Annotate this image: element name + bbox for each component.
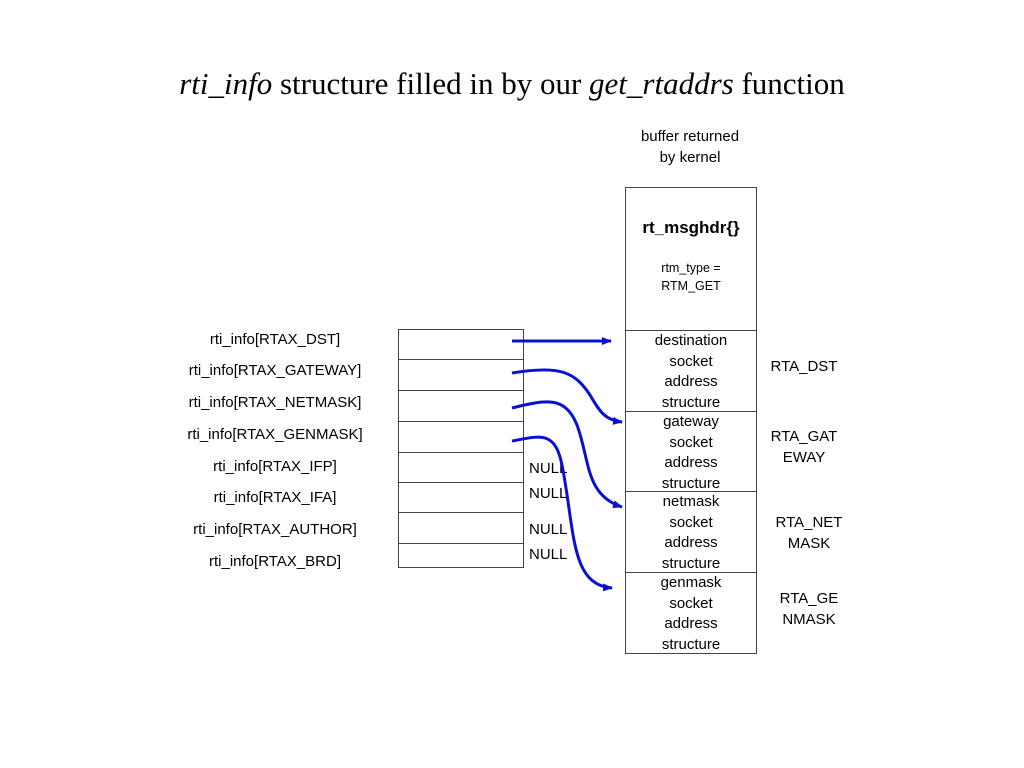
buffer-caption-line1: buffer returned (640, 128, 740, 145)
sockaddr-line: gateway (663, 413, 719, 430)
sockaddr-line: netmask (662, 493, 720, 510)
sockaddr-line: socket (669, 513, 713, 531)
diagram-title: rti_info structure filled in by our get_… (0, 66, 1024, 102)
rtm-type-line2: RTM_GET (661, 279, 721, 293)
rta-line: MASK (787, 535, 831, 552)
sockaddr-block-destination: destination socket address structure (625, 330, 757, 412)
arrow-netmask (511, 400, 623, 509)
sockaddr-line: socket (669, 594, 713, 612)
null-label-brd: NULL (529, 546, 568, 563)
arrow-gateway (511, 368, 623, 425)
rti-info-label-brd: rti_info[RTAX_BRD] (209, 553, 341, 570)
null-label-ifa: NULL (529, 485, 568, 502)
rta-line: RTA_GE (779, 590, 839, 607)
sockaddr-block-netmask: netmask socket address structure (625, 491, 757, 573)
rti-info-label-gateway: rti_info[RTAX_GATEWAY] (188, 362, 362, 379)
buffer-caption: buffer returned by kernel (608, 126, 772, 168)
rt-msghdr-header: rt_msghdr{} (642, 218, 740, 237)
title-rti-info: rti_info (179, 66, 273, 101)
sockaddr-line: structure (661, 554, 721, 572)
sockaddr-line: socket (669, 352, 713, 370)
rti-info-label-author: rti_info[RTAX_AUTHOR] (193, 521, 357, 538)
rti-info-label-dst: rti_info[RTAX_DST] (209, 331, 341, 348)
sockaddr-line: destination (654, 332, 728, 349)
rta-label-dst: RTA_DST (759, 356, 849, 377)
sockaddr-line: genmask (660, 574, 722, 591)
arrow-genmask (511, 435, 613, 592)
sockaddr-line: structure (661, 635, 721, 653)
sockaddr-line: address (664, 615, 718, 632)
rta-label-genmask: RTA_GE NMASK (764, 588, 854, 630)
sockaddr-line: structure (661, 393, 721, 411)
title-end: function (733, 66, 845, 101)
rta-line: RTA_DST (770, 358, 838, 375)
rti-info-label-ifa: rti_info[RTAX_IFA] (213, 489, 337, 506)
array-cell-brd (398, 543, 524, 568)
rta-line: RTA_GAT (770, 428, 838, 445)
rta-line: NMASK (782, 611, 836, 628)
rta-label-gateway: RTA_GAT EWAY (759, 426, 849, 468)
rta-line: EWAY (782, 449, 826, 466)
buffer-caption-line2: by kernel (659, 149, 721, 166)
rti-info-label-genmask: rti_info[RTAX_GENMASK] (187, 426, 363, 443)
rti-info-label-ifp: rti_info[RTAX_IFP] (213, 458, 337, 475)
rti-info-label-netmask: rti_info[RTAX_NETMASK] (188, 394, 362, 411)
null-label-author: NULL (529, 521, 568, 538)
sockaddr-line: address (664, 534, 718, 551)
rtm-type-line1: rtm_type = (661, 261, 721, 275)
rta-label-netmask: RTA_NET MASK (764, 512, 854, 554)
null-label-ifp: NULL (529, 460, 568, 477)
rta-line: RTA_NET (775, 514, 843, 531)
rtm-type-text: rtm_type = RTM_GET (626, 259, 756, 295)
sockaddr-block-genmask: genmask socket address structure (625, 572, 757, 654)
sockaddr-line: structure (661, 474, 721, 492)
title-get-rtaddrs: get_rtaddrs (589, 66, 734, 101)
title-middle: structure filled in by our (272, 66, 590, 101)
sockaddr-line: socket (669, 433, 713, 451)
sockaddr-line: address (664, 454, 718, 471)
sockaddr-line: address (664, 373, 718, 390)
